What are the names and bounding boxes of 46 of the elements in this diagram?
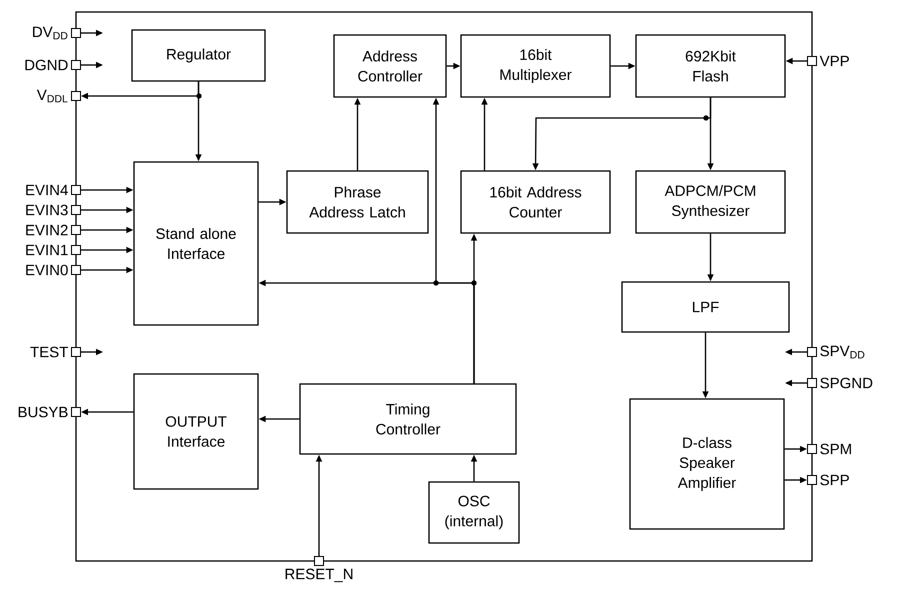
block-box: Phrase Address Latch [286,170,429,234]
pin: DGND [25,60,81,70]
pin: TEST [30,346,81,358]
node-label: BUSYB [18,406,68,418]
node-label: V$_{DDL}$ [36,90,68,102]
pin: EVIN0 [26,264,81,276]
node-label: TEST [30,346,68,358]
node-label: EVIN2 [26,224,68,236]
block-box: OSC (internal) [428,481,520,544]
pin: EVIN3 [26,204,81,216]
block-box: D-class Speaker Amplifier [629,398,785,530]
block-box: 16bit Multiplexer [460,34,611,98]
node-label: SPM [820,444,851,454]
block-box: LPF [621,281,790,333]
chip-outline [75,11,813,562]
block-box: Stand alone Interface [133,161,259,326]
block-box: Timing Controller [299,383,517,455]
pin: V$_{DDL}$ [36,90,81,102]
node-label: SPV$_{DD}$ [820,346,864,358]
node-label: RESET_N [286,568,352,582]
node-label: EVIN3 [26,204,68,216]
block-box: 16bit Address Counter [460,170,611,234]
pin: BUSYB [18,406,81,418]
pin: SPGND [807,378,872,388]
block-box: ADPCM/PCM Synthesizer [635,170,786,234]
block-box: Regulator [131,29,266,82]
pin: EVIN1 [26,244,81,256]
node-label: VPP [820,56,849,66]
node-label: DV$_{DD}$ [33,26,68,40]
pin: DV$_{DD}$ [33,26,81,40]
pin: EVIN2 [26,224,81,236]
node-label: EVIN4 [26,184,68,196]
node-label: EVIN0 [26,264,68,276]
pin: SPM [807,444,851,454]
node-label: DGND [25,60,68,70]
pin: SPV$_{DD}$ [807,346,864,358]
pin: VPP [807,56,849,66]
pin: EVIN4 [26,184,81,196]
node-label: SPP [820,474,849,486]
node-label: EVIN1 [26,244,68,256]
block-box: 692Kbit Flash [635,34,786,98]
node-label: SPGND [820,378,872,388]
block-box: OUTPUT Interface [133,373,259,490]
pin: RESET_N [286,556,352,582]
pin: SPP [807,474,849,486]
block-box: Address Controller [333,34,447,98]
